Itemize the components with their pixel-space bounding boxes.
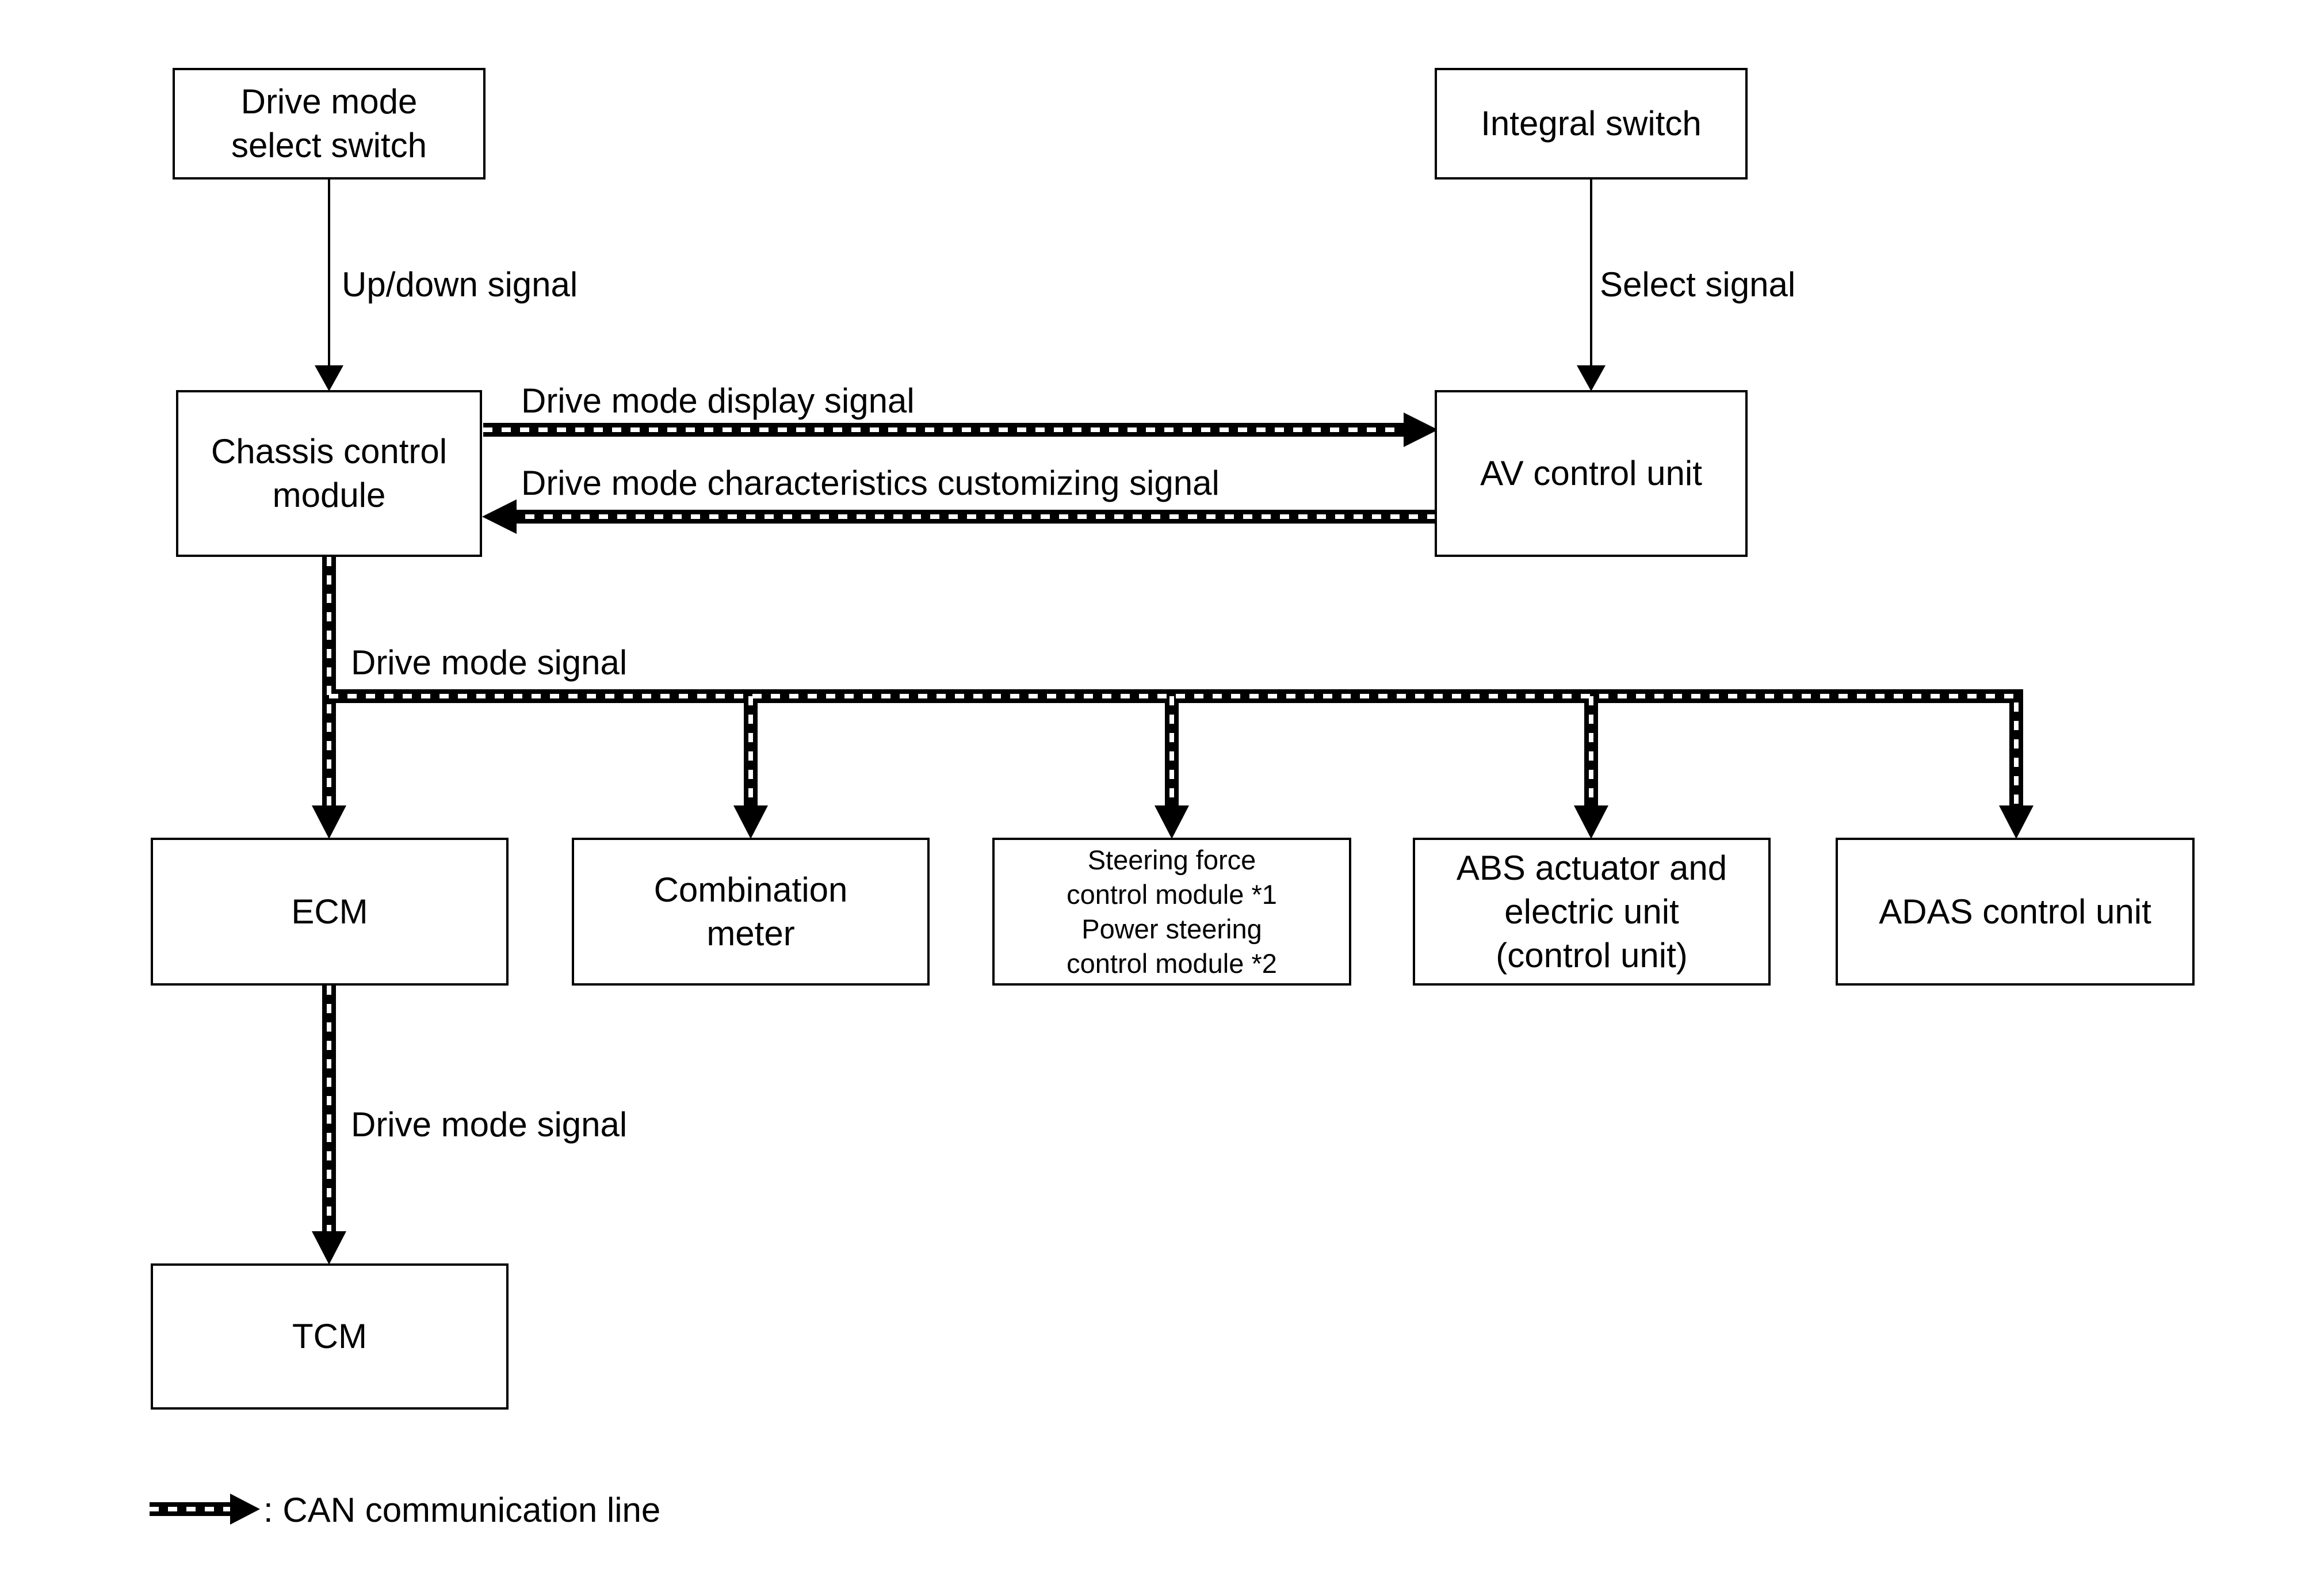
box-line: electric unit (1504, 892, 1679, 931)
box-line: Drive mode (240, 82, 418, 121)
box-line: module (272, 476, 386, 514)
up-down-signal-line (315, 178, 343, 391)
select-signal-line (1577, 178, 1606, 391)
box-line: (control unit) (1496, 935, 1688, 975)
can-bus-drive-mode (312, 557, 2033, 839)
box-line: ADAS control unit (1879, 892, 2151, 931)
chassis-control-module-box: Chassis control module (176, 390, 482, 557)
ecm-box: ECM (151, 838, 509, 986)
arrow-to-adas-control-unit (1999, 805, 2033, 839)
box-line: select switch (231, 126, 427, 165)
box-line: AV control unit (1480, 454, 1702, 492)
steering-module-box: Steering force control module *1 Power s… (992, 838, 1351, 986)
box-line: ABS actuator and (1456, 848, 1727, 887)
up-down-signal-label: Up/down signal (342, 265, 578, 304)
can-line-ecm-to-tcm (312, 986, 346, 1265)
arrow-to-ecm (312, 805, 346, 839)
box-line: Combination (653, 870, 848, 909)
box-line: Power steering (1081, 913, 1262, 944)
can-line-customizing-signal (482, 499, 1436, 534)
box-line: Steering force (1087, 844, 1256, 875)
select-signal-label: Select signal (1600, 265, 1796, 304)
arrow-to-steering-module (1155, 805, 1189, 839)
drive-mode-bus-signal-label: Drive mode signal (351, 643, 628, 682)
box-line: control module *1 (1067, 879, 1277, 910)
arrow-to-combination-meter (733, 805, 768, 839)
box-line: meter (706, 914, 795, 953)
box-line: control module *2 (1067, 948, 1277, 979)
can-line-display-signal (483, 413, 1438, 447)
combination-meter-box: Combination meter (572, 838, 930, 986)
legend-label: : CAN communication line (263, 1491, 661, 1529)
drive-mode-tcm-signal-label: Drive mode signal (351, 1105, 628, 1144)
box-line: ECM (291, 892, 368, 931)
drive-mode-select-switch-box: Drive mode select switch (173, 68, 486, 180)
box-line: Chassis control (211, 432, 448, 471)
av-control-unit-box: AV control unit (1435, 390, 1748, 557)
arrow-to-abs-actuator (1574, 805, 1608, 839)
tcm-box: TCM (151, 1263, 509, 1410)
display-signal-label: Drive mode display signal (521, 381, 915, 420)
abs-actuator-box: ABS actuator and electric unit (control … (1413, 838, 1771, 986)
box-line: TCM (292, 1317, 367, 1355)
legend-can-line-icon (150, 1494, 260, 1525)
integral-switch-box: Integral switch (1435, 68, 1748, 180)
customizing-signal-label: Drive mode characteristics customizing s… (521, 464, 1220, 502)
box-line: Integral switch (1481, 104, 1702, 143)
adas-control-unit-box: ADAS control unit (1836, 838, 2195, 986)
